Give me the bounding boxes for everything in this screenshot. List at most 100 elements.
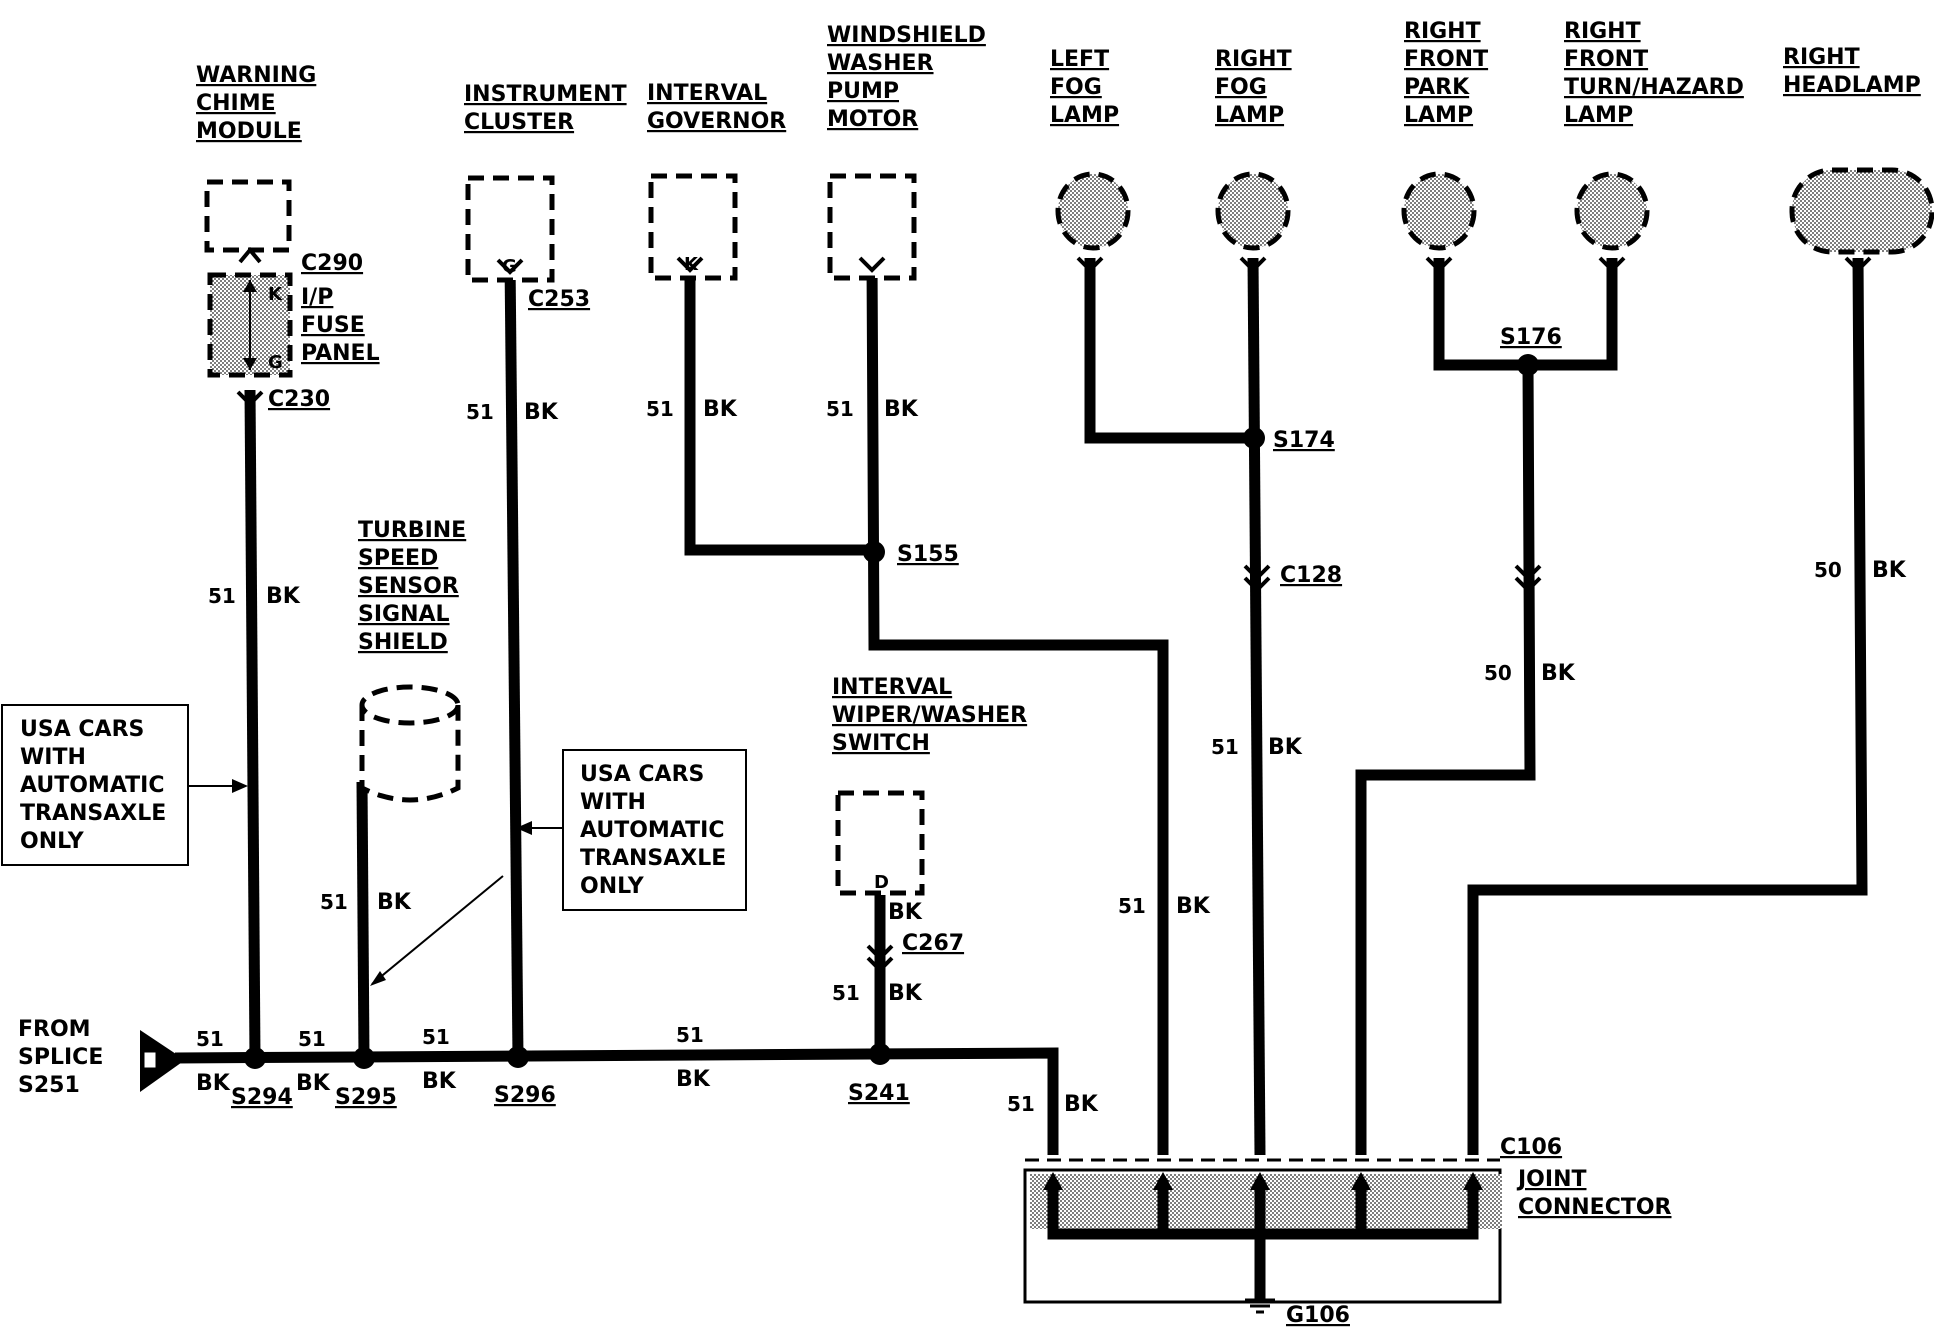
wire-color: BK [888,981,923,1006]
source-connector [140,1030,185,1092]
splice-s241: S241 [848,1081,910,1106]
pin-k-fuse: K [268,284,283,305]
label-instrument-cluster: INSTRUMENT CLUSTER [464,82,634,135]
wire-color: BK [422,1069,457,1094]
splice-s241-dot [869,1043,891,1065]
splice-s176-dot [1517,354,1539,376]
connector-c230: C230 [268,387,330,412]
joint-connector-inner [1030,1174,1502,1229]
wire-interval-governor [684,260,875,556]
label-wiper-switch: INTERVAL WIPER/WASHER SWITCH [832,675,1035,756]
label-warning-chime: WARNING CHIME MODULE [196,63,324,144]
wire-num: 51 [196,1027,224,1051]
wire-right-headlamp [1467,257,1868,1155]
wire-right-fog [1247,257,1266,1156]
pin-d-switch: D [874,872,889,893]
instrument-cluster-box [465,175,555,283]
wires [174,257,1868,1156]
connector-labels: C290 C230 C253 C128 C267 C106 S155 S174 … [231,251,1562,1328]
note-text: USA CARS WITH AUTOMATIC TRANSAXLE ONLY U… [18,717,734,1098]
wire-color: BK [676,1067,711,1092]
wire-color: BK [377,890,412,915]
connector-c128: C128 [1280,563,1342,588]
wire-num: 51 [422,1025,450,1049]
warning-chime-box [204,179,292,253]
splice-s155: S155 [897,542,959,567]
note-left-box [1,704,189,866]
pin-g-cluster: G [502,256,517,277]
wire-left-fog [1084,258,1254,444]
splice-s296-dot [507,1046,529,1068]
wire-num: 51 [1007,1092,1035,1116]
wire-num: 51 [1211,735,1239,759]
label-right-park: RIGHT FRONT PARK LAMP [1404,19,1496,128]
label-from-splice: FROM SPLICE S251 [18,1017,111,1098]
wire-color: BK [884,397,919,422]
wire-washer-motor [866,259,1169,1155]
wire-num: 50 [1484,661,1512,685]
label-ip-fuse-panel: I/P FUSE PANEL [301,285,380,366]
wire-color: BK [196,1071,231,1096]
note-boxes [1,704,747,986]
splice-s294-dot [244,1047,266,1069]
wire-num: 51 [1118,894,1146,918]
wire-num: 51 [646,397,674,421]
wire-num: 51 [298,1027,326,1051]
label-right-fog: RIGHT FOG LAMP [1215,47,1299,128]
wire-color: BK [296,1071,331,1096]
wire-color: BK [1541,661,1576,686]
label-joint-connector: JOINT CONNECTOR [1516,1167,1672,1220]
note-middle-text: USA CARS WITH AUTOMATIC TRANSAXLE ONLY [580,762,734,899]
ground-icon [1245,1298,1275,1314]
splice-s155-dot [863,541,885,563]
splice-s295: S295 [335,1085,397,1110]
right-headlamp-icon [1789,167,1934,255]
splice-s176: S176 [1500,325,1562,350]
component-labels: WARNING CHIME MODULE I/P FUSE PANEL INST… [196,19,1921,1220]
splice-s295-dot [353,1047,375,1069]
wire-num: 51 [676,1023,704,1047]
wire-labels: 51 BK 51 BK 51 BK 51 BK 51 BK BK 51 BK 5… [196,397,1907,1117]
wire-num: 51 [320,890,348,914]
splice-s296: S296 [494,1083,556,1108]
left-fog-lamp-icon [1055,171,1131,251]
splice-s294: S294 [231,1085,293,1110]
right-park-lamp-icon [1401,171,1477,251]
label-right-turn: RIGHT FRONT TURN/HAZARD LAMP [1564,19,1752,128]
component-boxes [204,167,1934,1314]
wire-color: BK [703,397,738,422]
label-left-fog: LEFT FOG LAMP [1050,47,1119,128]
label-right-headlamp: RIGHT HEADLAMP [1783,45,1921,98]
pin-g-fuse: G [268,352,283,373]
wire-turbine-shield [356,781,370,1059]
note-left-text: USA CARS WITH AUTOMATIC TRANSAXLE ONLY [20,717,174,854]
wire-color: BK [524,400,559,425]
connector-c106: C106 [1500,1135,1562,1160]
wire-bus-51 [174,1047,1059,1155]
label-washer-motor: WINDSHIELD WASHER PUMP MOTOR [827,23,994,132]
wire-color: BK [1176,894,1211,919]
wire-instrument-cluster [504,259,524,1059]
wire-color: BK [888,900,923,925]
label-interval-governor: INTERVAL GOVERNOR [647,81,786,134]
connector-c267: C267 [902,931,964,956]
washer-motor-box [827,173,917,281]
wire-num: 51 [826,397,854,421]
splice-s174-dot [1243,427,1265,449]
right-fog-lamp-icon [1215,171,1291,251]
note-middle-box [562,749,747,911]
turbine-shield-icon [359,684,461,803]
splice-dots [244,354,1539,1069]
right-turn-lamp-icon [1574,171,1650,251]
wire-color: BK [1268,735,1303,760]
wire-num: 51 [208,584,236,608]
ground-g106: G106 [1286,1303,1350,1328]
splice-s174: S174 [1273,428,1335,453]
label-turbine-sensor: TURBINE SPEED SENSOR SIGNAL SHIELD [358,518,474,655]
wire-num: 51 [832,981,860,1005]
wire-warning-chime [244,389,261,1059]
connector-c290: C290 [301,251,363,276]
wiper-switch-box [835,790,925,896]
wire-color: BK [1064,1092,1099,1117]
